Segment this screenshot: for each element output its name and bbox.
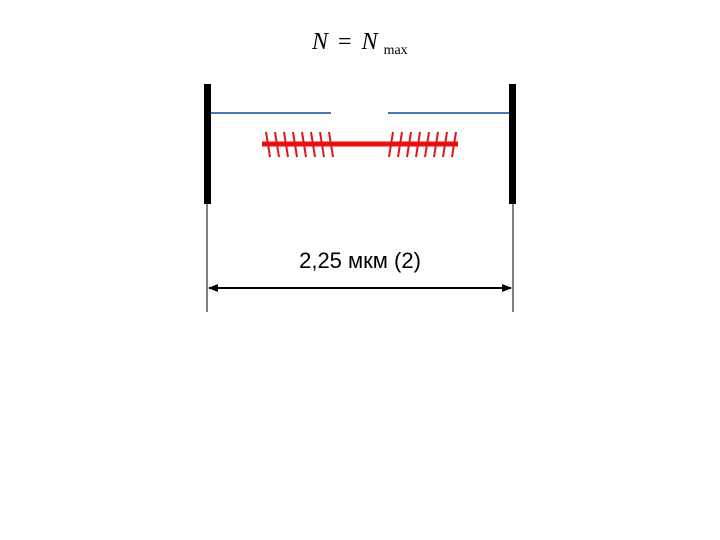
- formula-equals: =: [338, 29, 352, 55]
- formula-rhs: N: [361, 29, 380, 55]
- formula-lhs: N: [311, 29, 330, 55]
- formula: N = N max: [311, 29, 408, 58]
- formula-subscript: max: [384, 43, 408, 58]
- z-disc-right: [509, 84, 516, 204]
- sarcomere-length-label: 2,25 мкм (2): [299, 248, 421, 273]
- z-disc-left: [204, 84, 211, 204]
